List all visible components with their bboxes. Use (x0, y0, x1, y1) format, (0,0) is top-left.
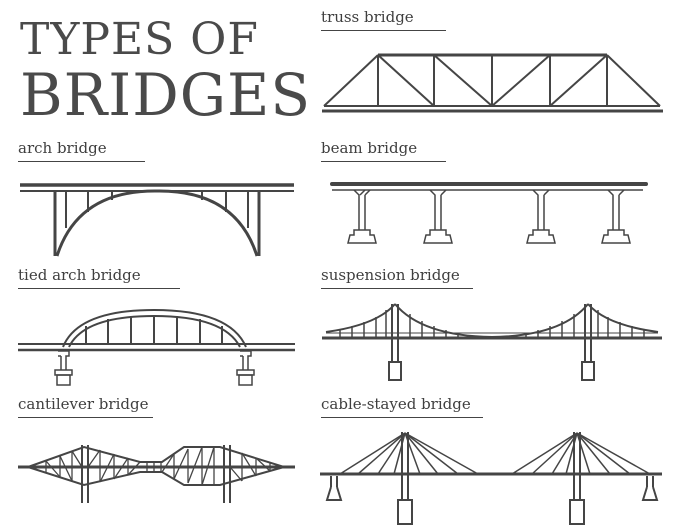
truss-bridge-illustration (322, 53, 663, 113)
truss-bridge-label: truss bridge (321, 10, 446, 31)
cable-stayed-bridge-illustration (320, 432, 662, 525)
arch-bridge-label: arch bridge (18, 141, 145, 162)
cantilever-bridge-label: cantilever bridge (18, 397, 153, 418)
title-line-1: TYPES OF (20, 14, 259, 65)
title-line-2: BRIDGES (20, 61, 312, 129)
cantilever-bridge-illustration (18, 445, 295, 503)
suspension-bridge-illustration (322, 303, 662, 381)
suspension-bridge-label: suspension bridge (321, 268, 473, 289)
tied-arch-bridge-illustration (18, 308, 295, 386)
arch-bridge-illustration (20, 183, 294, 257)
beam-bridge-label: beam bridge (321, 141, 446, 162)
cable-stayed-bridge-label: cable-stayed bridge (321, 397, 483, 418)
beam-bridge-illustration (330, 182, 648, 244)
tied-arch-bridge-label: tied arch bridge (18, 268, 180, 289)
